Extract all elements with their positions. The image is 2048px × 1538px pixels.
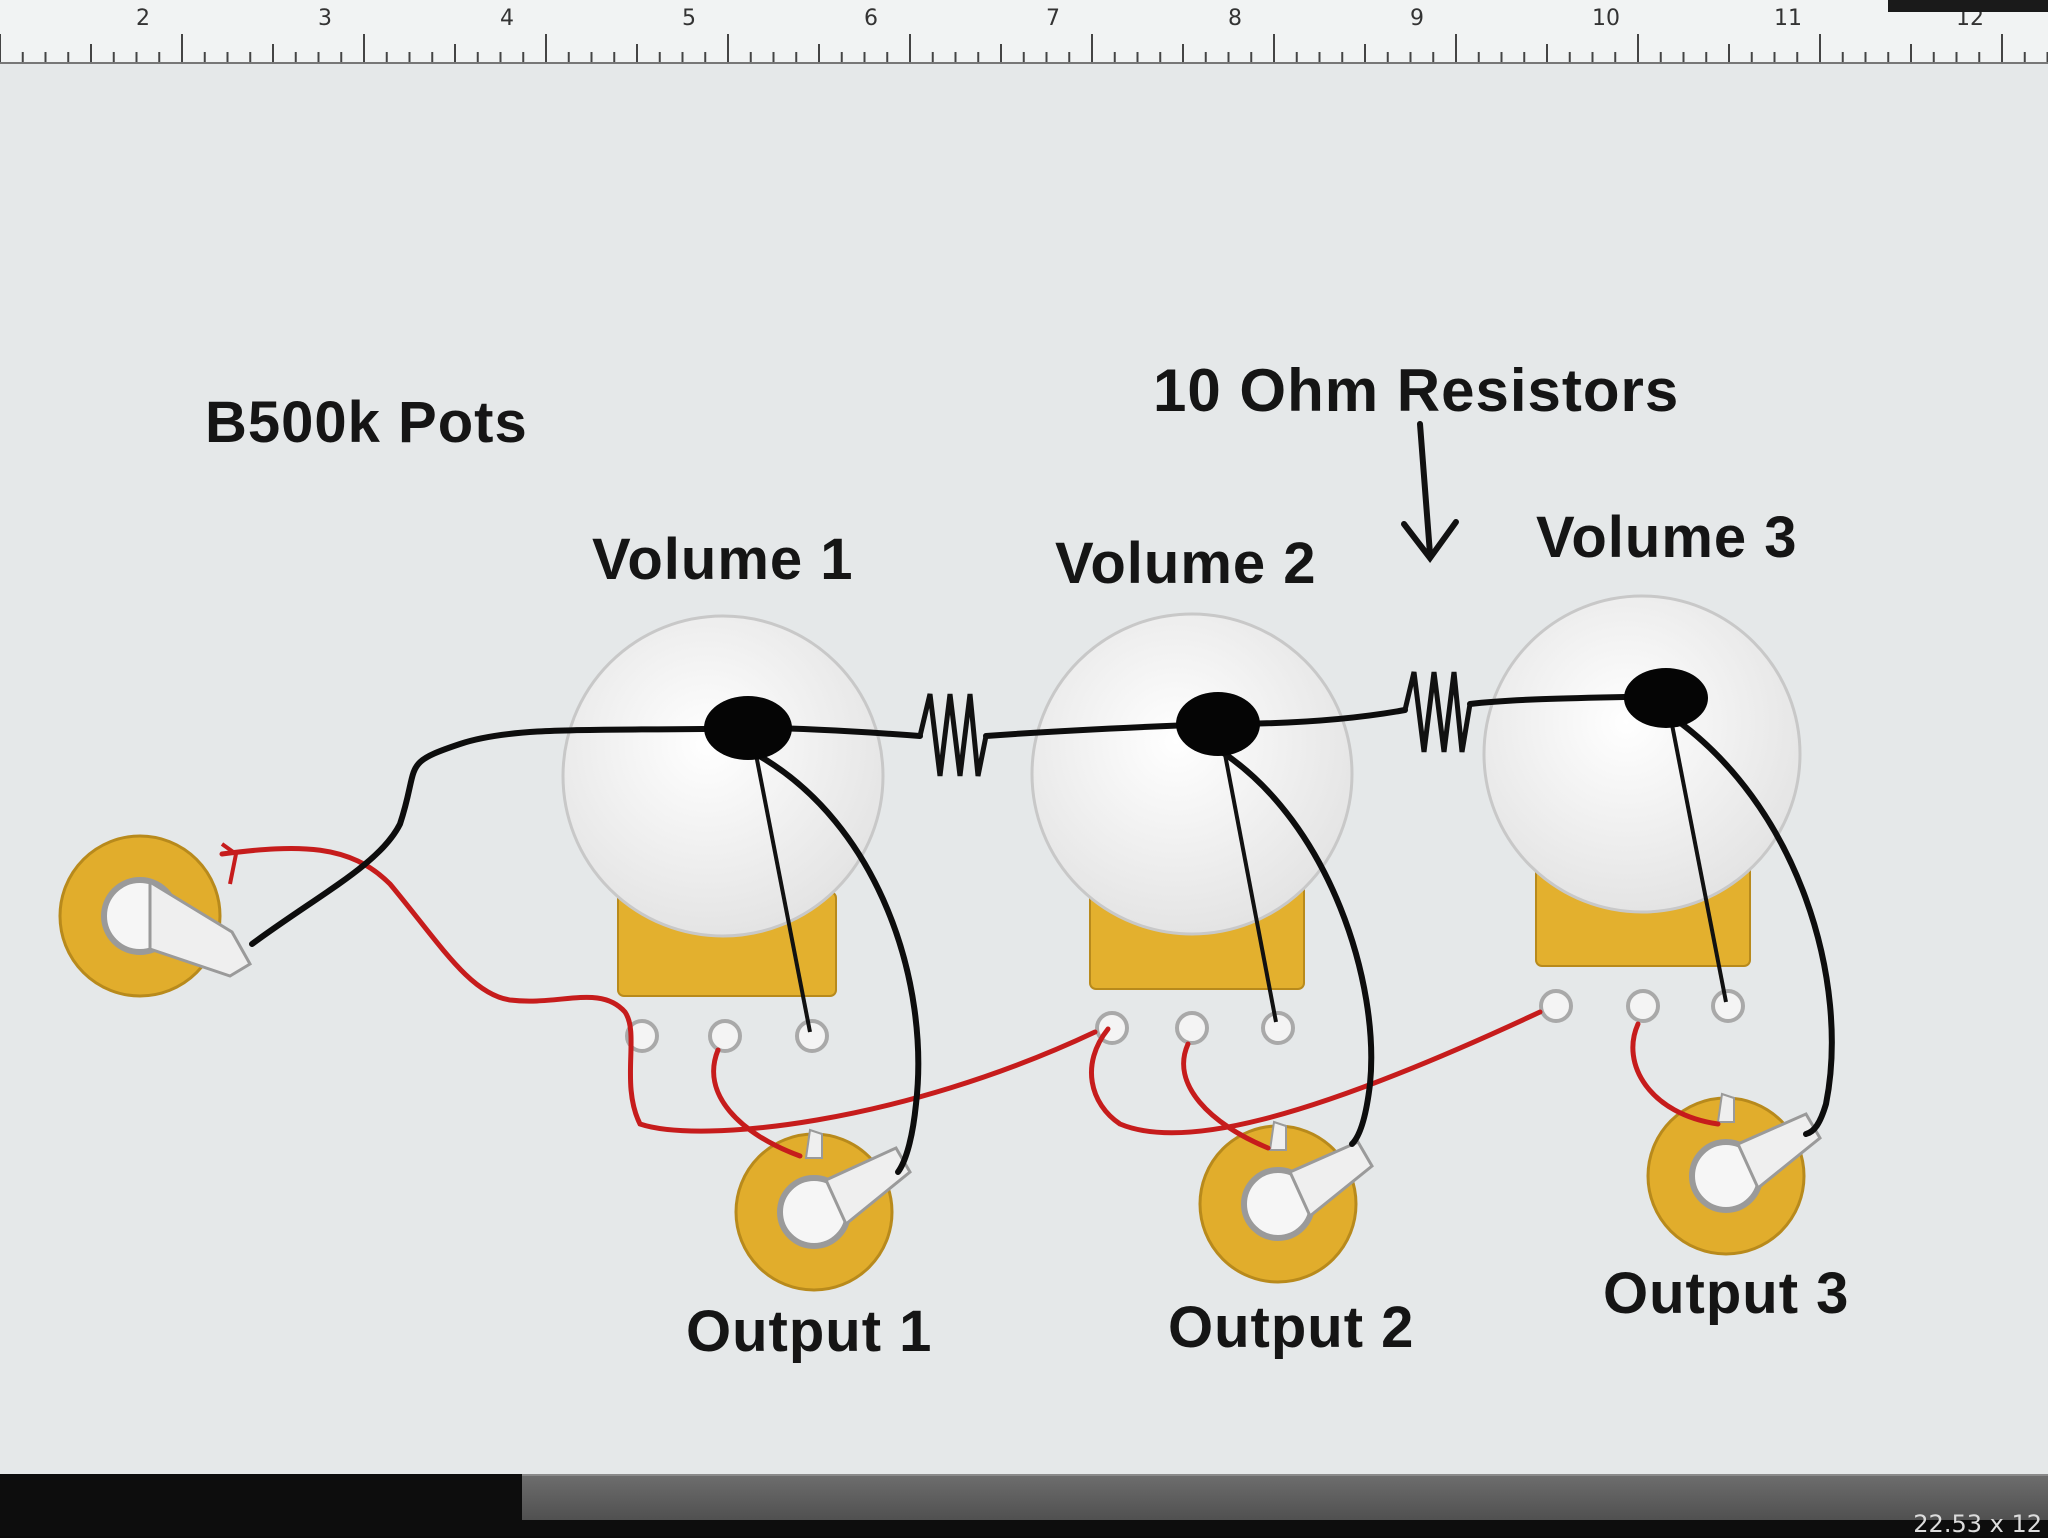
horizontal-ruler: 2 3 4 5 6 7 8 9 10 11 12 (0, 0, 2048, 65)
signal-wires (219, 845, 1721, 1159)
potentiometer-1 (561, 614, 885, 1053)
horizontal-scrollbar[interactable] (522, 1474, 2048, 1520)
ruler-number: 7 (1046, 6, 1060, 31)
output-jack-3 (1646, 1092, 1822, 1256)
output-1-label: Output 1 (686, 1299, 933, 1364)
status-bar: 22.53 x 12 (0, 1474, 2048, 1536)
volume-3-label: Volume 3 (1536, 505, 1798, 570)
output-2-label: Output 2 (1168, 1295, 1415, 1360)
ruler-corner (1888, 0, 2048, 12)
resistor-1 (917, 693, 989, 777)
ruler-number: 8 (1228, 6, 1242, 31)
wiring-diagram (58, 421, 1835, 1292)
ruler-number: 6 (864, 6, 878, 31)
output-3-label: Output 3 (1603, 1261, 1850, 1326)
ruler-number: 2 (136, 6, 150, 31)
ruler-number: 12 (1956, 6, 1984, 31)
ruler-number: 11 (1774, 6, 1802, 31)
potentiometer-3 (1482, 594, 1802, 1023)
ruler-number: 9 (1410, 6, 1424, 31)
ruler-number: 10 (1592, 6, 1620, 31)
wiper-lines (750, 703, 1728, 1033)
pots-title: B500k Pots (205, 390, 528, 455)
ruler-number: 3 (318, 6, 332, 31)
ruler-ticks (0, 34, 2048, 62)
input-jack (58, 834, 253, 998)
output-jack-2 (1198, 1120, 1374, 1284)
volume-1-label: Volume 1 (592, 527, 854, 592)
output-jack-1 (734, 1128, 912, 1292)
volume-2-label: Volume 2 (1055, 531, 1317, 596)
ruler-number: 4 (500, 6, 514, 31)
solder-joints (704, 668, 1708, 760)
resistors-title: 10 Ohm Resistors (1153, 357, 1680, 424)
potentiometer-2 (1030, 612, 1354, 1045)
document-canvas[interactable]: B500k Pots 10 Ohm Resistors Volume 1 Vol… (0, 64, 2048, 1474)
resistor-2 (1402, 671, 1473, 753)
ruler-number: 5 (682, 6, 696, 31)
arrow-down-icon (1401, 421, 1459, 564)
size-readout: 22.53 x 12 (1913, 1510, 2042, 1538)
